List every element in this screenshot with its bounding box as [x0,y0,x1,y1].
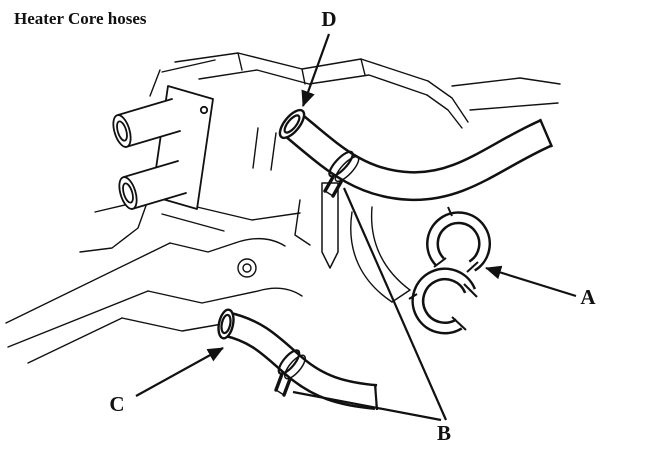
background-line [469,102,559,111]
background-line [350,211,393,303]
background-line [294,199,311,246]
clamp-a-end-cap [463,283,478,298]
background-line [161,213,225,232]
clamp-a-upper-core [428,213,489,270]
engine-background-lines [5,52,561,364]
background-line [79,199,149,253]
background-line [360,58,366,76]
mounting-stud [321,182,339,269]
page-title: Heater Core hoses [14,9,147,28]
pipe-bore [116,120,128,142]
clamp-a-end-cap [433,257,447,268]
clamp-ear [282,377,292,397]
background-line [149,69,161,97]
clamp-a-tab [408,293,418,300]
hose-d-bore [283,114,301,134]
background-line [198,69,428,96]
callout-line-a [485,265,577,298]
hose-d-cut-end [538,118,554,148]
background-line [5,242,171,324]
callout-lines [135,33,577,422]
pipe-edge [123,160,179,178]
clamp-a-end-cap [451,316,467,331]
background-line [196,206,301,221]
background-line [234,238,286,247]
callout-line-b-upper [342,187,448,421]
stud-outline [321,182,339,269]
hose-c-cut-end [373,383,379,411]
clamp-set-a [408,206,491,335]
clamp-band [328,150,354,178]
hose-clamp-on-d [323,150,360,198]
clamp-ear [274,372,284,392]
heater-core-pipes [112,85,214,210]
flange-bolt-hole [199,105,209,115]
clamp-ear-link [275,389,285,396]
label-a: A [580,285,596,309]
label-b: B [437,421,451,445]
background-line [257,287,303,297]
callout-line-b-lower [292,390,442,422]
background-line [169,242,236,253]
pipe-edge [131,192,187,210]
background-line [237,52,243,71]
clamp-a-lower-core [413,270,474,332]
label-d: D [321,7,336,31]
hose-clamp-on-c [274,349,306,397]
background-line [451,77,561,87]
pipe-edge [125,130,181,148]
clamp-ear [323,175,335,193]
background-line [121,317,229,332]
label-c: C [109,392,124,416]
background-line [161,59,216,73]
background-line [427,80,469,123]
pipe-bore [122,182,134,204]
clamp-a-tab [447,206,453,217]
hose-d-body [284,114,552,199]
background-line [7,290,149,348]
background-line [391,289,411,303]
background-line [426,94,463,129]
background-line [147,290,259,304]
callout-line-c [135,347,224,397]
background-line [301,68,306,85]
clamp-band-edge [284,354,306,380]
hose-c-bore [220,313,232,335]
background-line [27,317,123,364]
clamp-band [277,349,301,375]
background-line [370,206,411,291]
callout-line-d [301,33,331,107]
heater-hose-d [278,108,554,202]
engine-hole [237,258,257,278]
clamp-a-end-cap [466,261,479,273]
background-line [252,127,259,169]
pipe-edge [117,98,173,116]
clamp-ear-link [324,190,334,197]
clamp-band-edge [334,155,360,183]
clamp-ear [331,180,343,198]
background-line [270,132,277,171]
engine-hole-center [242,263,252,273]
